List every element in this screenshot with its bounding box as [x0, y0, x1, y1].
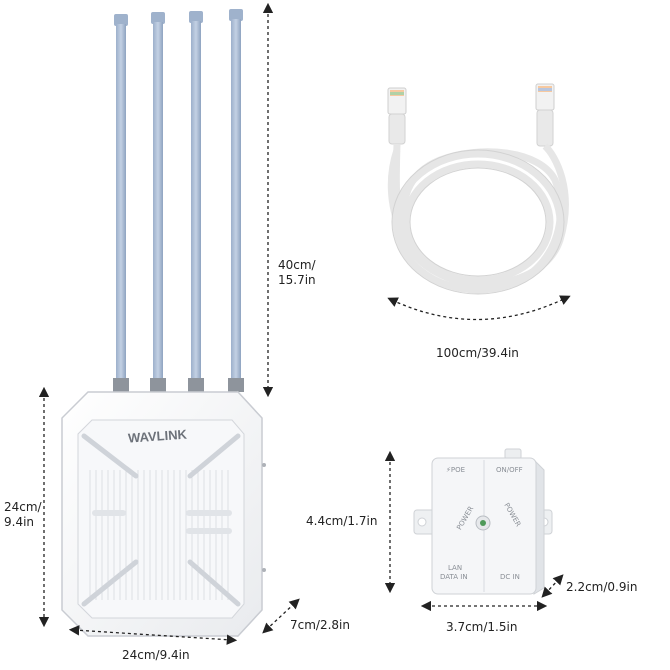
poe-label-poe: ⚡POE [446, 466, 465, 474]
poe-depth-line [541, 574, 564, 598]
poe-label-onoff: ON/OFF [496, 466, 523, 474]
poe-label-dc-in: DC IN [500, 573, 520, 581]
router-width-label: 24cm/9.4in [122, 648, 190, 662]
router-height-line2: 9.4in [4, 515, 35, 529]
router-depth-label: 7cm/2.8in [290, 618, 350, 632]
dimension-lines [38, 2, 571, 645]
antenna-height-label: 40cm/ 15.7in [278, 258, 316, 288]
poe-width-label: 3.7cm/1.5in [446, 620, 518, 634]
router-height-line1: 24cm/ [4, 500, 42, 514]
router-body [61, 390, 266, 638]
antenna-4 [228, 9, 244, 392]
poe-height-label: 4.4cm/1.7in [306, 514, 378, 528]
poe-label-data-in: DATA IN [440, 573, 468, 581]
poe-injector [413, 448, 553, 595]
router-height-label: 24cm/ 9.4in [4, 500, 42, 530]
cable-length-arc [387, 295, 571, 321]
antenna-height-line1: 40cm/ [278, 258, 316, 272]
antenna-1 [113, 14, 129, 392]
poe-depth-label: 2.2cm/0.9in [566, 580, 638, 594]
router-brand-logo: WAVLINK [128, 427, 188, 446]
rj45-connector-left [387, 87, 407, 145]
antenna-2 [150, 12, 166, 392]
ethernet-cable [387, 83, 569, 295]
router-width-line [68, 625, 238, 645]
cable-length-label: 100cm/39.4in [436, 346, 519, 360]
antenna-group [113, 9, 244, 392]
poe-label-lan: LAN [448, 564, 462, 572]
rj45-connector-right [535, 83, 555, 147]
antenna-height-line2: 15.7in [278, 273, 316, 287]
antenna-3 [188, 11, 204, 392]
router-depth-line [262, 598, 300, 634]
